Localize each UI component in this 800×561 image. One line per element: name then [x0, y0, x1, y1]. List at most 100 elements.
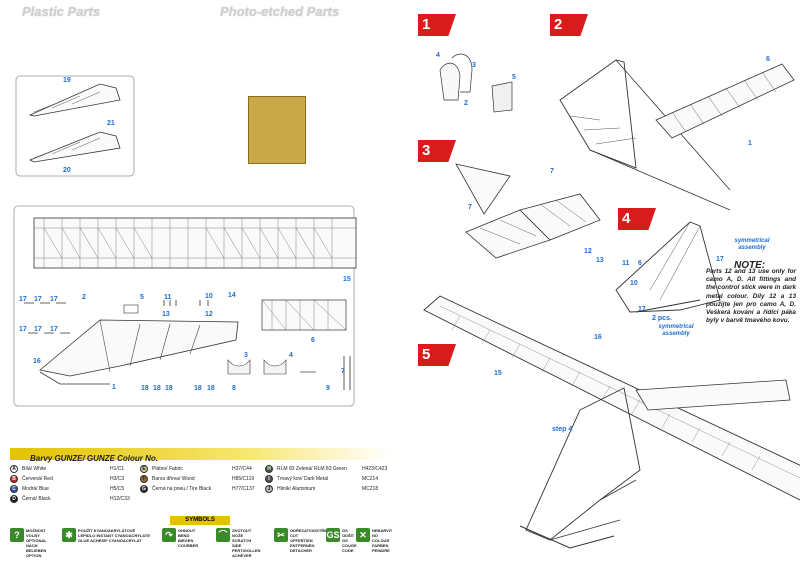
part-label: 18 [141, 385, 149, 392]
symbols-heading: SYMBOLS [170, 516, 230, 525]
symbol-icon: ✂ [274, 528, 288, 542]
part-label: 2 pcs. [652, 315, 672, 322]
colour-swatch: C [10, 485, 18, 493]
part-label: 20 [63, 167, 71, 174]
part-label: 17 [716, 256, 724, 263]
part-label: 17 [638, 306, 646, 313]
step-badge: 2 [550, 14, 588, 36]
colour-swatch: F [140, 475, 148, 483]
photo-etched-heading: Photo-etched Parts [220, 4, 340, 19]
symbol-text: ODŘEZAT/ODSTŘIHNOUT CUT OFFERTIEN ENTFER… [290, 528, 340, 553]
symbol-text: OHNOUT BEND BIEGEN COURBER [178, 528, 199, 548]
part-label: 13 [596, 257, 604, 264]
part-label: 18 [153, 385, 161, 392]
part-label: 3 [244, 352, 248, 359]
colour-swatch: B [10, 475, 18, 483]
part-label: 6 [638, 260, 642, 267]
colour-code: H77/C137 [232, 486, 255, 492]
part-label: 15 [494, 370, 502, 377]
symbol-icon: GS [326, 528, 340, 542]
part-label: 18 [207, 385, 215, 392]
colour-name: RLM 83 Zelená/ RLM 83 Green [277, 466, 347, 472]
part-label: 16 [594, 334, 602, 341]
part-label: 7 [341, 368, 345, 375]
colour-name: Modrá/ Blue [22, 486, 49, 492]
sprue-drawing [13, 75, 357, 407]
part-label: 19 [63, 77, 71, 84]
part-label: 4 [436, 52, 440, 59]
colour-code: MC214 [362, 476, 379, 482]
part-label: 17 [34, 326, 42, 333]
part-label: 15 [343, 276, 351, 283]
note-title: NOTE: [734, 260, 766, 271]
part-label: 9 [326, 385, 330, 392]
symbols-legend: SYMBOLS ?MOŽNOST VOLBY OPTIONAL NACH BEL… [10, 516, 392, 558]
part-label: 12 [205, 311, 213, 318]
part-label: 8 [232, 385, 236, 392]
colour-name: Plátno/ Fabric [152, 466, 183, 472]
part-label: 10 [630, 280, 638, 287]
colour-name: Hliník/ Aluminium [277, 486, 316, 492]
colour-name: Tmavý kov/ Dark Metal [277, 476, 329, 482]
assembly-drawing [423, 53, 800, 549]
step-badge: 5 [418, 344, 456, 366]
part-label: 18 [194, 385, 202, 392]
part-label: 16 [33, 358, 41, 365]
part-label: 13 [162, 311, 170, 318]
colour-name: Černá/ Black [22, 496, 51, 502]
part-label: 14 [228, 292, 236, 299]
parts-map-page: Plastic Parts Photo-etched Parts [10, 4, 392, 558]
part-label: 21 [107, 120, 115, 127]
step-badge: 1 [418, 14, 456, 36]
step-badge: 4 [618, 208, 656, 230]
part-label: 5 [140, 294, 144, 301]
part-label: 17 [19, 326, 27, 333]
part-label: 12 [584, 248, 592, 255]
part-label: 3 [472, 62, 476, 69]
colour-swatch: H [265, 465, 273, 473]
part-label: 17 [34, 296, 42, 303]
part-label: 17 [50, 326, 58, 333]
colour-code: H85/C119 [232, 476, 255, 482]
colour-swatch: I [265, 475, 273, 483]
symbol-icon: ? [10, 528, 24, 542]
part-label: 18 [165, 385, 173, 392]
symmetrical-assembly-label: symmetrical assembly [734, 238, 770, 251]
colour-code: H423/C423 [362, 466, 388, 472]
part-label: 10 [205, 293, 213, 300]
colour-swatch: G [140, 485, 148, 493]
part-label: 6 [766, 56, 770, 63]
symbol-text: GS ODŠÍT GS COUGE CODE [342, 528, 357, 553]
part-label: 1 [112, 384, 116, 391]
part-label: 7 [550, 168, 554, 175]
symbol-icon: ✱ [62, 528, 76, 542]
symbol-icon: ✕ [356, 528, 370, 542]
part-label: 11 [164, 294, 172, 301]
part-label: 2 [464, 100, 468, 107]
colour-swatch: A [10, 465, 18, 473]
symbol-icon: ⌒ [216, 528, 230, 542]
symbol-text: MOŽNOST VOLBY OPTIONAL NACH BELIEBEN OPT… [26, 528, 47, 558]
plastic-parts-heading: Plastic Parts [22, 4, 101, 19]
colour-code: H3/C3 [110, 476, 125, 482]
note-text: Parts 12 and 13 use only for camo A, D. … [706, 268, 796, 325]
part-label: step 4 [552, 426, 573, 433]
part-label: 6 [311, 337, 315, 344]
colour-code: H5/C5 [110, 486, 125, 492]
symbol-text: POUŽÍT KYANOAKRYLÁTOVÉ LEPIDLO INSTANT C… [78, 528, 151, 543]
colour-name: Červená/ Red [22, 476, 53, 482]
symmetrical-assembly-label: symmetrical assembly [658, 324, 694, 337]
step-badge: 3 [418, 140, 456, 162]
colour-name: Barva dřeva/ Wood [152, 476, 195, 482]
part-label: 17 [19, 296, 27, 303]
colour-code: H1/C1 [110, 466, 125, 472]
colour-swatch: E [140, 465, 148, 473]
part-label: 4 [289, 352, 293, 359]
assembly-page: 1 2 3 4 5 4 3 2 5 6 1 7 7 12 13 11 6 10 … [400, 0, 800, 561]
colour-name: Bílá/ White [22, 466, 47, 472]
part-label: 2 [82, 294, 86, 301]
photo-etched-fret [248, 96, 306, 164]
colour-swatch: J [265, 485, 273, 493]
part-label: 7 [468, 204, 472, 211]
